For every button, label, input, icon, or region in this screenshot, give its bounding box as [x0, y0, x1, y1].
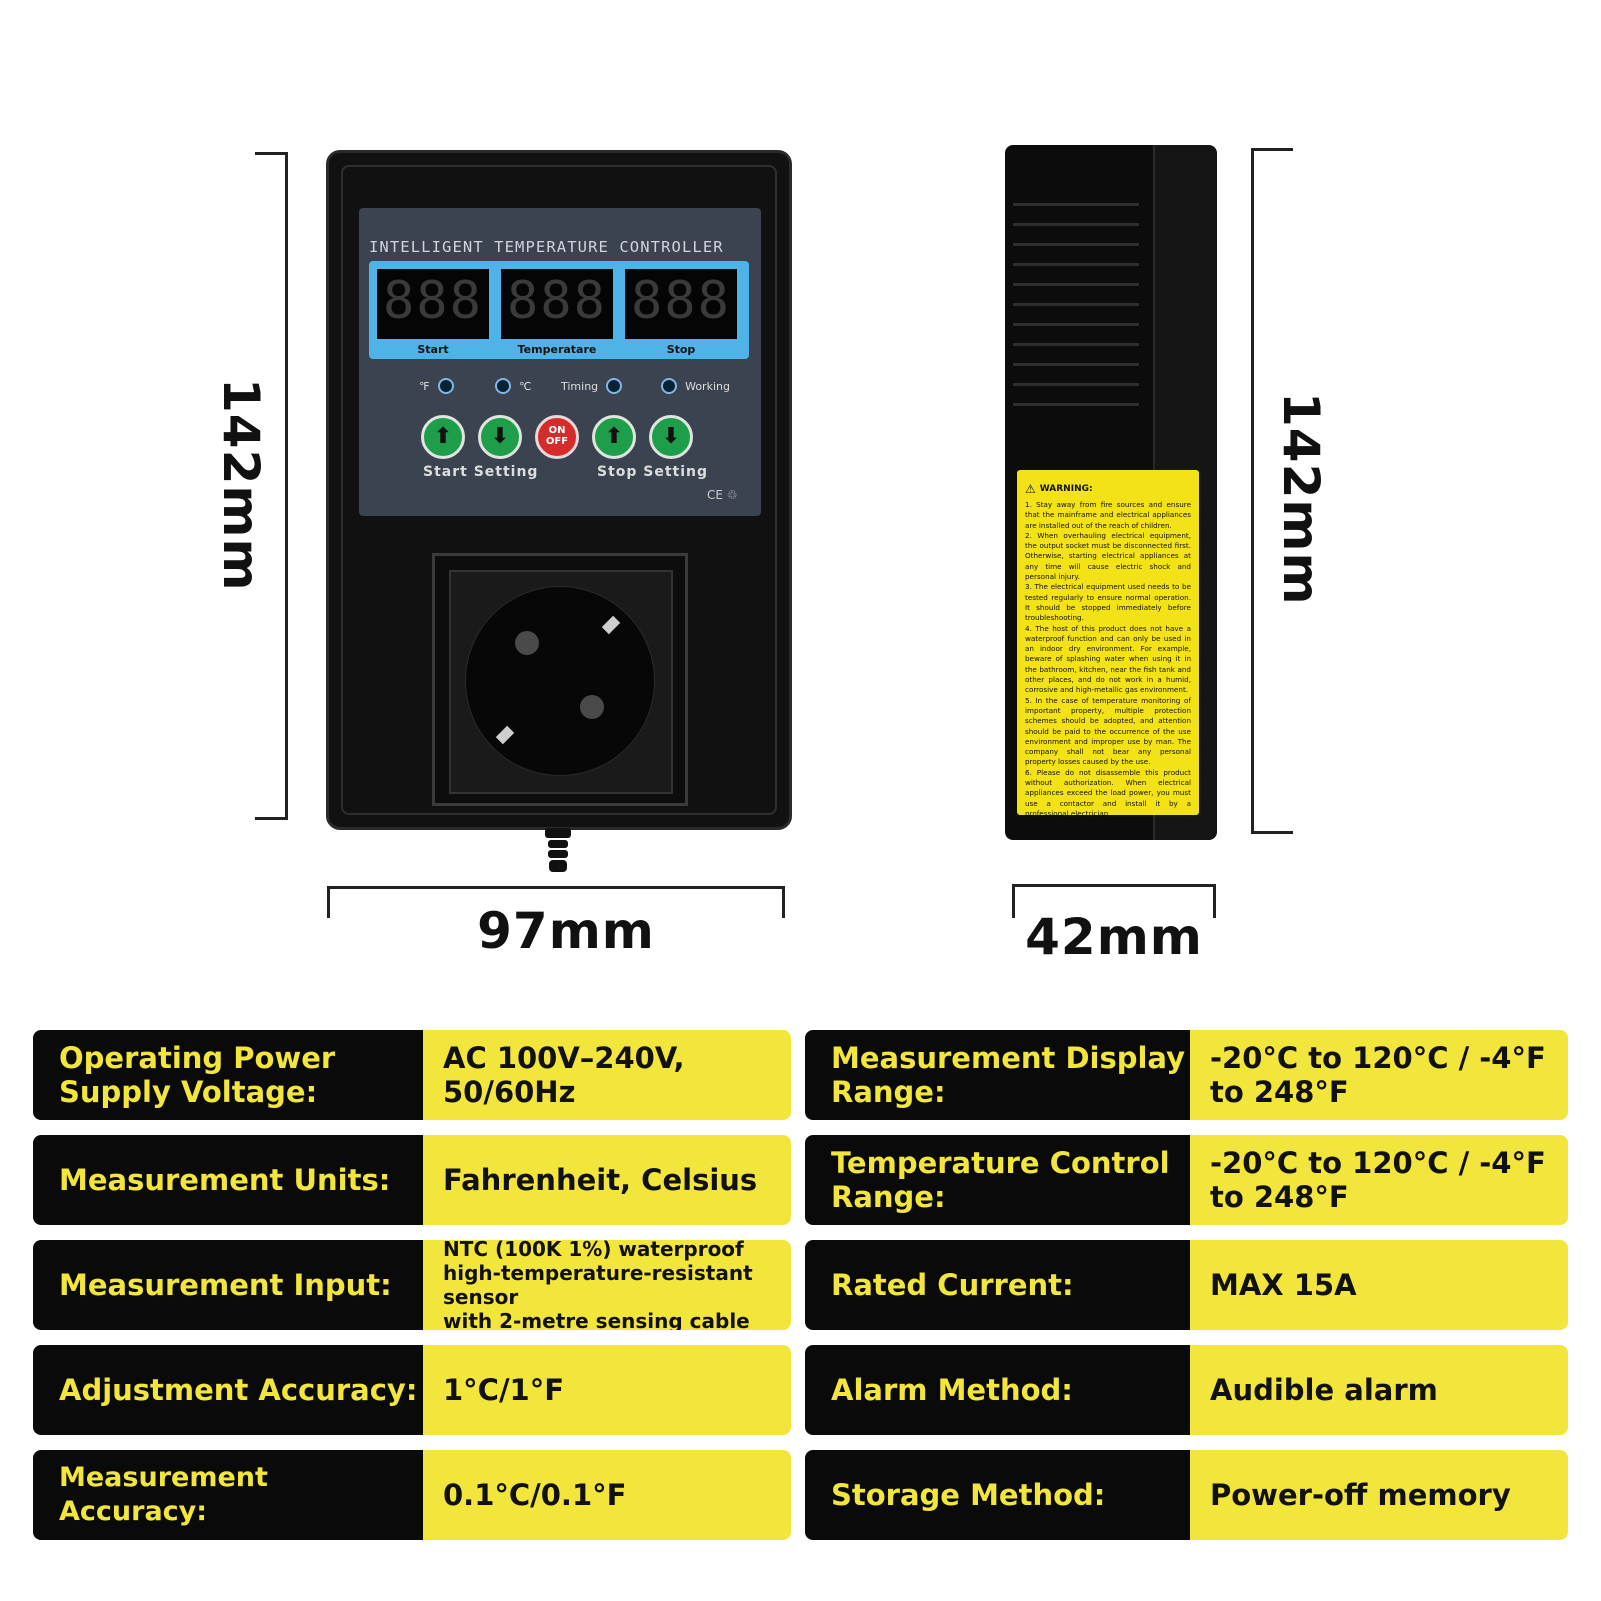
spec-label: Adjustment Accuracy:: [33, 1345, 423, 1435]
display-stop-digits: 888: [631, 271, 731, 331]
display-stop: 888: [625, 269, 737, 339]
start-down-button[interactable]: ⬇: [478, 415, 522, 459]
spec-row: Storage Method: Power-off memory: [805, 1450, 1568, 1540]
spec-value: MAX 15A: [1190, 1240, 1568, 1330]
spec-label: Measurement Accuracy:: [33, 1450, 423, 1540]
height-front-label: 142mm: [212, 378, 270, 592]
indicator-timing: Timing: [561, 375, 623, 394]
led-icon: [606, 377, 623, 394]
spec-label: Temperature Control Range:: [805, 1135, 1190, 1225]
power-off-label: OFF: [545, 436, 569, 447]
spec-label: Measurement Units:: [33, 1135, 423, 1225]
spec-value: Audible alarm: [1190, 1345, 1568, 1435]
display-temperature-digits: 888: [507, 271, 607, 331]
display-label-temperature: Temperatare: [517, 343, 597, 356]
warning-item: 1. Stay away from fire sources and ensur…: [1025, 500, 1191, 530]
start-setting-label: Start Setting: [423, 464, 539, 480]
indicator-working-label: Working: [685, 380, 730, 393]
spec-value: AC 100V–240V, 50/60Hz: [423, 1030, 791, 1120]
display-label-stop: Stop: [666, 343, 696, 356]
spec-value: Power-off memory: [1190, 1450, 1568, 1540]
display-label-start: Start: [417, 343, 449, 356]
stop-setting-label: Stop Setting: [597, 464, 709, 480]
ground-clip: [601, 615, 621, 635]
warning-label: ⚠ WARNING: 1. Stay away from fire source…: [1017, 470, 1199, 815]
arrow-up-icon: ⬆: [604, 424, 624, 449]
spec-label: Operating Power Supply Voltage:: [33, 1030, 423, 1120]
led-icon: [495, 377, 511, 394]
indicator-working: Working: [661, 375, 730, 394]
indicator-celsius: ℃: [495, 375, 531, 394]
spec-row: Adjustment Accuracy: 1°C/1°F: [33, 1345, 791, 1435]
indicator-timing-label: Timing: [561, 380, 599, 393]
spec-row: Measurement Display Range: -20°C to 120°…: [805, 1030, 1568, 1120]
spec-row: Measurement Accuracy: 0.1°C/0.1°F: [33, 1450, 791, 1540]
power-socket: [432, 553, 688, 806]
start-up-button[interactable]: ⬆: [421, 415, 465, 459]
indicator-fahrenheit-label: ℉: [419, 380, 430, 393]
spec-row: Rated Current: MAX 15A: [805, 1240, 1568, 1330]
spec-row: Alarm Method: Audible alarm: [805, 1345, 1568, 1435]
power-on-label: ON: [548, 425, 566, 436]
spec-row: Measurement Input: NTC (100K 1%) waterpr…: [33, 1240, 791, 1330]
stop-down-button[interactable]: ⬇: [649, 415, 693, 459]
power-button[interactable]: ON OFF: [535, 415, 579, 459]
spec-value: Fahrenheit, Celsius: [423, 1135, 791, 1225]
spec-row: Measurement Units: Fahrenheit, Celsius: [33, 1135, 791, 1225]
spec-label: Storage Method:: [805, 1450, 1190, 1540]
socket-pin-hole: [515, 631, 539, 655]
spec-row: Operating Power Supply Voltage: AC 100V–…: [33, 1030, 791, 1120]
spec-value: -20°C to 120°C / -4°F to 248°F: [1190, 1030, 1568, 1120]
spec-value: -20°C to 120°C / -4°F to 248°F: [1190, 1135, 1568, 1225]
display-start-digits: 888: [383, 271, 483, 331]
spec-row: Temperature Control Range: -20°C to 120°…: [805, 1135, 1568, 1225]
arrow-up-icon: ⬆: [433, 424, 453, 449]
width-label: 97mm: [477, 902, 655, 960]
controller-side-view: ⚠ WARNING: 1. Stay away from fire source…: [1005, 145, 1217, 840]
warning-item: 3. The electrical equipment used needs t…: [1025, 582, 1191, 623]
stop-up-button[interactable]: ⬆: [592, 415, 636, 459]
socket-face: [465, 586, 655, 776]
socket-pin-hole: [580, 695, 604, 719]
spec-value: 0.1°C/0.1°F: [423, 1450, 791, 1540]
sensor-cable: [545, 828, 571, 874]
warning-item: 6. Please do not disassemble this produc…: [1025, 767, 1191, 815]
warning-triangle-icon: ⚠: [1025, 482, 1036, 496]
led-icon: [661, 377, 677, 394]
display-start: 888: [377, 269, 489, 339]
warning-item: 2. When overhauling electrical equipment…: [1025, 530, 1191, 582]
controller-front-view: INTELLIGENT TEMPERATURE CONTROLLER 888 8…: [326, 150, 792, 830]
spec-value: 1°C/1°F: [423, 1345, 791, 1435]
arrow-down-icon: ⬇: [490, 424, 510, 449]
spec-label: Measurement Display Range:: [805, 1030, 1190, 1120]
spec-label: Alarm Method:: [805, 1345, 1190, 1435]
spec-value: NTC (100K 1%) waterproof high-temperatur…: [423, 1240, 791, 1330]
warning-item: 5. In the case of temperature monitoring…: [1025, 695, 1191, 767]
display-temperature: 888: [501, 269, 613, 339]
certification-marks: CE ♲: [707, 488, 738, 502]
arrow-down-icon: ⬇: [661, 424, 681, 449]
led-icon: [437, 377, 454, 394]
height-side-label: 142mm: [1272, 392, 1330, 606]
depth-label: 42mm: [1025, 908, 1203, 966]
spec-label: Measurement Input:: [33, 1240, 423, 1330]
control-panel: INTELLIGENT TEMPERATURE CONTROLLER 888 8…: [359, 208, 761, 516]
warning-title: WARNING:: [1039, 484, 1093, 494]
panel-title: INTELLIGENT TEMPERATURE CONTROLLER: [369, 238, 724, 256]
indicator-fahrenheit: ℉: [419, 375, 454, 394]
warning-item: 4. The host of this product does not hav…: [1025, 623, 1191, 695]
display-strip: 888 888 888 Start Temperatare Stop: [369, 261, 749, 359]
ground-clip: [495, 725, 515, 745]
spec-label: Rated Current:: [805, 1240, 1190, 1330]
indicator-celsius-label: ℃: [519, 380, 532, 393]
